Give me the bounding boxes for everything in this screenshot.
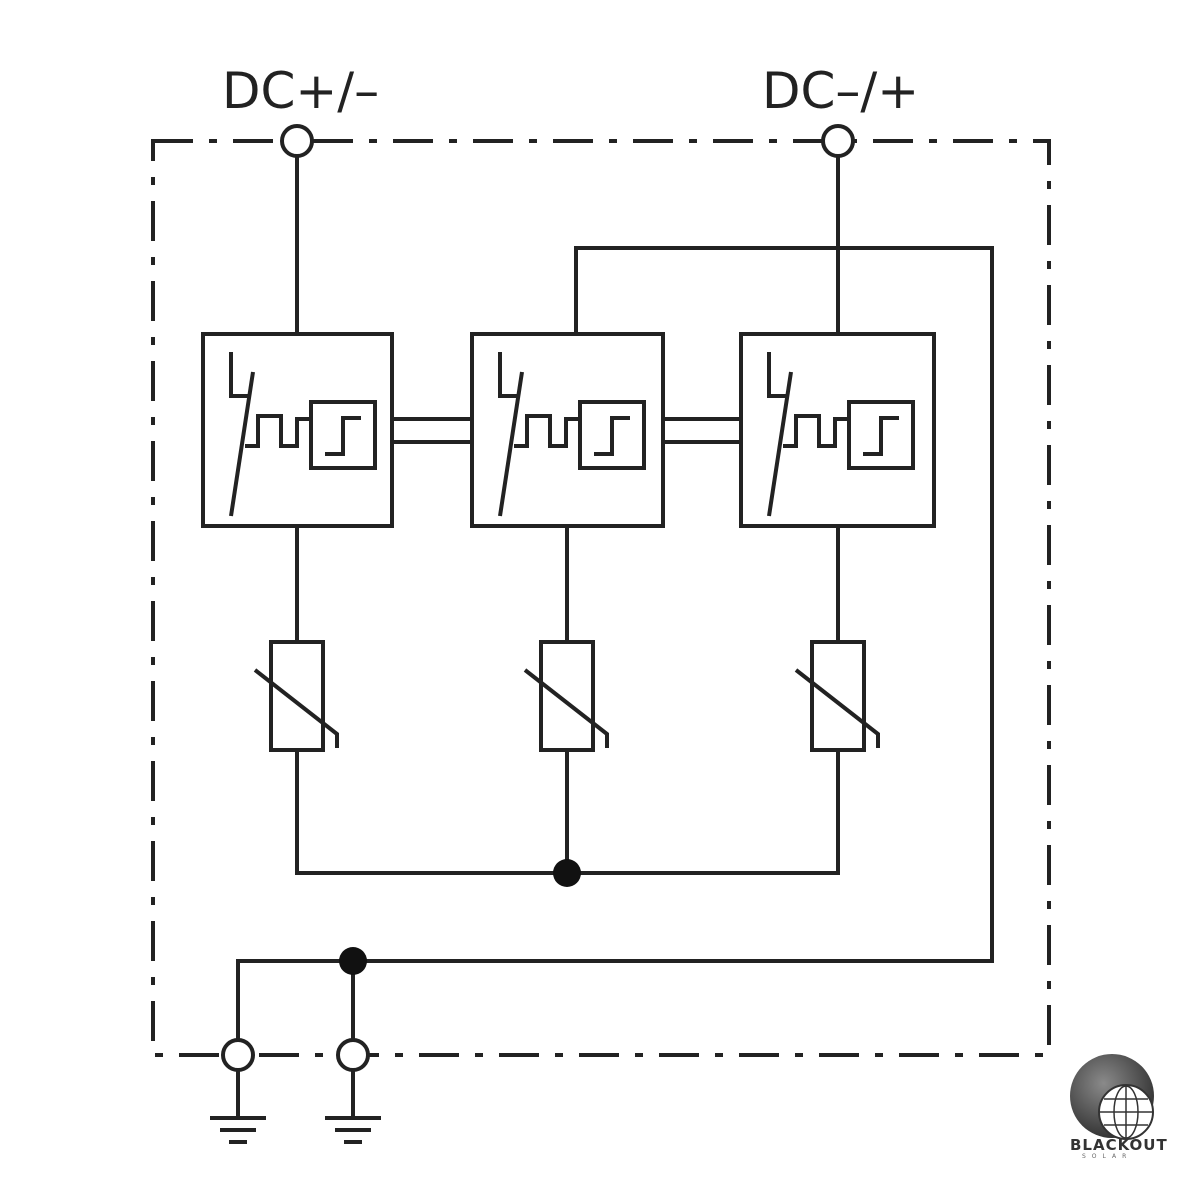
- terminal-dc-left: [280, 124, 314, 158]
- protection-module-2: [470, 332, 665, 528]
- terminal-pe-left: [221, 1038, 255, 1072]
- junction-dot-bus: [553, 859, 581, 887]
- ground-icon-left: [210, 1070, 266, 1144]
- terminal-label-left: DC+/–: [222, 62, 379, 120]
- varistor-2: [523, 640, 609, 752]
- enclosure-boundary: [151, 139, 1051, 1057]
- junction-dot-ground: [339, 947, 367, 975]
- protection-module-1: [201, 332, 394, 528]
- logo-wordmark: BLACKOUT: [1070, 1136, 1168, 1154]
- wire-ground-loop: [236, 246, 994, 1040]
- varistor-3: [794, 640, 880, 752]
- terminal-dc-right: [821, 124, 855, 158]
- blackout-solar-logo: BLACKOUT SOLAR: [1070, 1054, 1168, 1160]
- terminal-pe-right: [336, 1038, 370, 1072]
- terminal-label-right: DC–/+: [762, 62, 919, 120]
- logo-subtitle: SOLAR: [1082, 1153, 1132, 1160]
- protection-module-3: [739, 332, 936, 528]
- ground-icon-right: [325, 1070, 381, 1144]
- globe-icon: [1100, 1085, 1152, 1139]
- varistor-1: [253, 640, 339, 752]
